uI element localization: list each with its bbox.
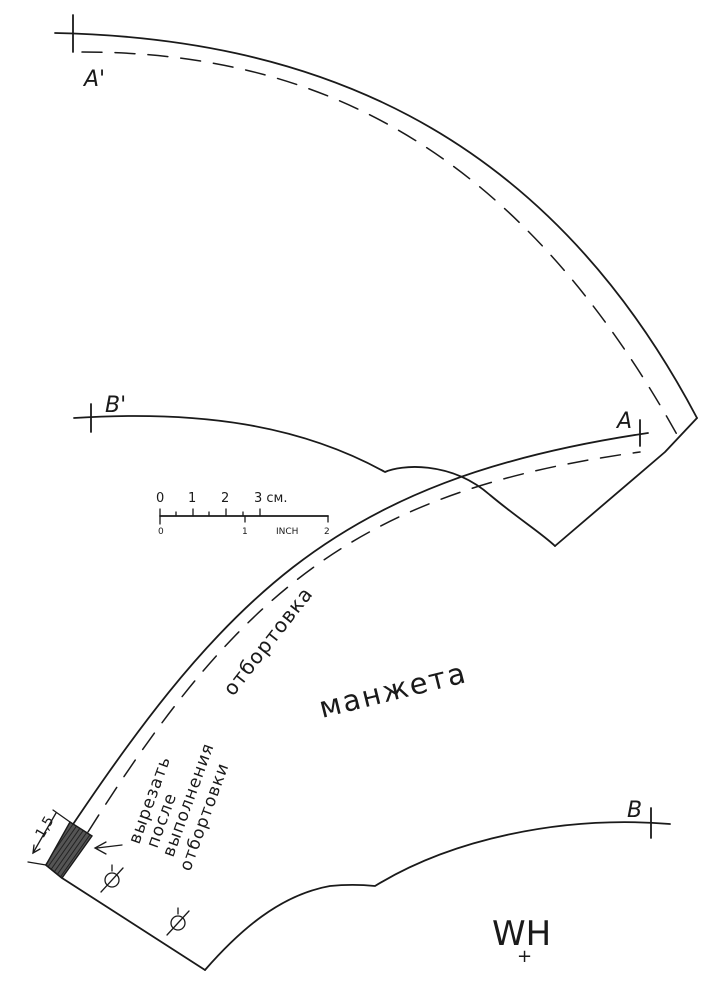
piece-label-cuff: манжета <box>315 655 470 725</box>
upper-pattern-piece <box>54 14 698 547</box>
scale-cm-2: 2 <box>221 491 229 506</box>
upper-piece-right-edge <box>554 417 698 547</box>
cuff-left-edge <box>45 864 206 971</box>
scale-bar: 0 1 2 3 см. 0 1 INCH 2 <box>156 491 330 537</box>
scale-inch-1: 1 <box>242 527 248 537</box>
upper-piece-inner-edge <box>73 415 556 547</box>
button-marker-2 <box>166 907 190 936</box>
scale-cm-0: 0 <box>156 491 164 506</box>
upper-piece-seam-line <box>81 51 681 441</box>
upper-piece-outer-edge <box>54 32 698 419</box>
point-label-a-prime: A' <box>82 67 105 92</box>
cut-note-arrow <box>93 841 123 855</box>
button-marker-1 <box>100 864 124 893</box>
scale-cm-1: 1 <box>188 491 196 506</box>
scale-inch-0: 0 <box>158 527 164 537</box>
wh-logo-mark: + <box>517 946 532 967</box>
facing-label: отбортовка <box>218 582 318 700</box>
cuff-bottom-edge <box>204 821 671 971</box>
wh-logo: WH <box>492 914 551 954</box>
cut-note: вырезать после выполнения отбортовки <box>125 740 234 873</box>
cuff-outer-edge <box>45 432 649 866</box>
scale-inch-label: INCH <box>276 527 298 537</box>
scale-bar-ticks <box>159 508 329 525</box>
scale-inch-2: 2 <box>324 527 330 537</box>
cuff-seam-line <box>87 451 641 833</box>
cuff-pattern-piece <box>27 419 671 971</box>
scale-cm-3: 3 см. <box>254 491 288 506</box>
point-label-a: A <box>615 409 632 434</box>
point-label-b-prime: B' <box>105 393 126 418</box>
cut-out-hatched-area <box>45 821 93 880</box>
point-label-b: B <box>627 798 642 823</box>
seam-allowance-dimension <box>27 809 71 866</box>
